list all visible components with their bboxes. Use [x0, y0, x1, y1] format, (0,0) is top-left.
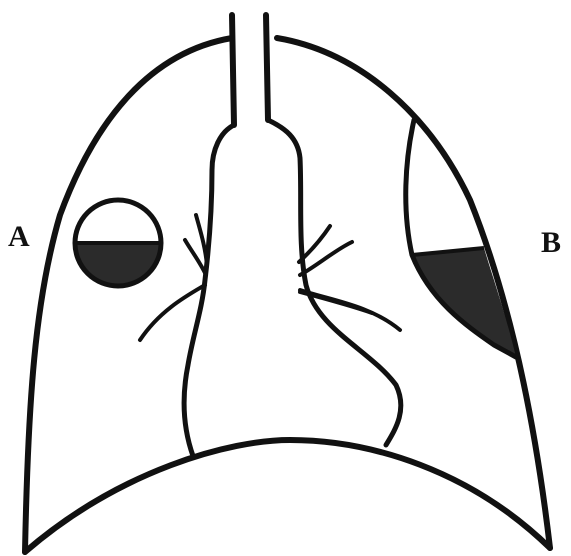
diaphragm: [25, 440, 550, 552]
mediastinum-left-border: [184, 125, 234, 456]
label-a: A: [8, 222, 30, 252]
right-lung-outline: [277, 38, 550, 548]
right-hilar-vessels: [299, 226, 400, 330]
label-b: B: [541, 228, 561, 258]
lesion-b-pleural-fluid: [406, 120, 516, 357]
trachea-right-wall: [266, 15, 268, 120]
trachea-left-wall: [232, 15, 234, 125]
lesion-a-air-fluid-level: [75, 200, 161, 286]
lesion-b-fluid: [412, 248, 516, 357]
mediastinum-right-border: [268, 120, 401, 445]
